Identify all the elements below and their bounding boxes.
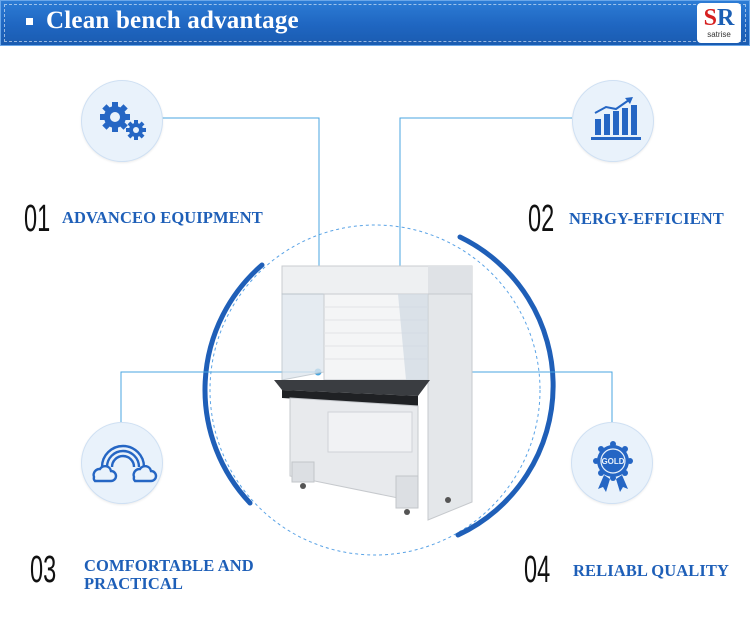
cloud-rainbow-icon bbox=[92, 444, 158, 483]
clean-bench-image bbox=[274, 265, 473, 521]
header-banner: Clean bench advantage SR satrise bbox=[0, 0, 750, 46]
connector-02 bbox=[399, 117, 572, 283]
center-ring-arc-right bbox=[455, 234, 556, 538]
feature-01-icon-circle bbox=[81, 80, 163, 162]
feature-01-label: ADVANCEO EQUIPMENT bbox=[62, 208, 263, 227]
feature-04-label: RELIABL QUALITY bbox=[573, 561, 730, 580]
banner-bullet bbox=[26, 18, 33, 25]
feature-03-label-line1: COMFORTABLE AND bbox=[84, 556, 254, 575]
logo-text: satrise bbox=[707, 30, 731, 39]
feature-03-number: 03 bbox=[30, 549, 57, 591]
gold-badge-icon: GOLD bbox=[593, 441, 633, 492]
logo-mark: SR bbox=[703, 5, 735, 31]
feature-02-label: NERGY-EFFICIENT bbox=[569, 209, 724, 228]
connector-01 bbox=[161, 117, 320, 277]
center-ring-dashed bbox=[209, 224, 541, 556]
connector-04 bbox=[413, 371, 613, 422]
feature-03-label-line2: PRACTICAL bbox=[84, 574, 183, 593]
feature-04-number: 04 bbox=[524, 549, 551, 591]
connector-03 bbox=[120, 371, 318, 422]
page-title: Clean bench advantage bbox=[46, 7, 299, 34]
feature-02-number: 02 bbox=[528, 198, 555, 240]
feature-04-icon-circle: GOLD bbox=[571, 422, 653, 504]
gears-icon bbox=[100, 102, 146, 140]
feature-03-icon-circle bbox=[81, 422, 163, 504]
feature-02-icon-circle bbox=[572, 80, 654, 162]
bar-chart-icon bbox=[591, 97, 641, 140]
badge-text: GOLD bbox=[601, 457, 624, 466]
center-ring-arc-left bbox=[202, 262, 265, 506]
brand-logo: SR satrise bbox=[697, 3, 741, 43]
feature-01-number: 01 bbox=[24, 198, 51, 240]
